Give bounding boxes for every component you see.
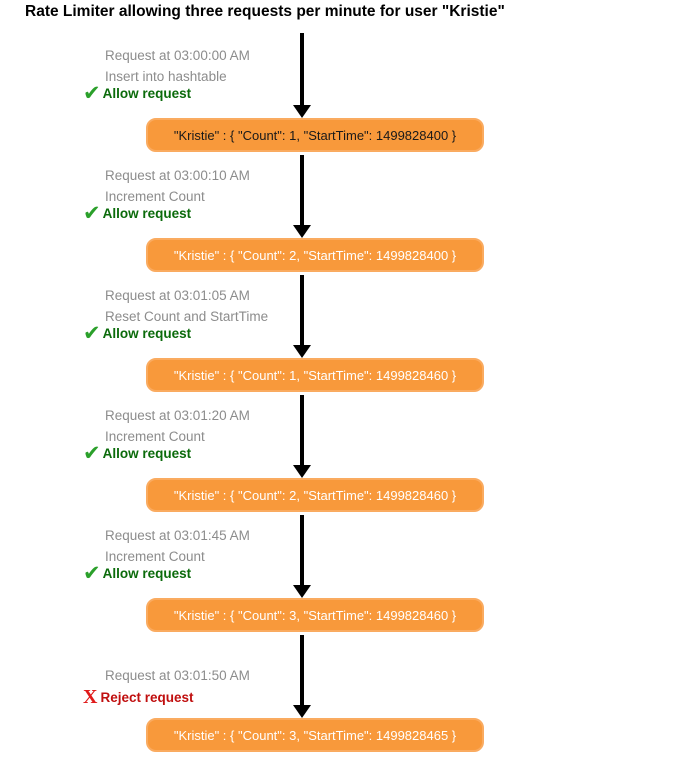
step-action: Increment Count (105, 189, 205, 204)
step-decision: ✔ Allow request (83, 321, 191, 345)
check-icon: ✔ (83, 80, 101, 105)
allow-request-label: Allow request (102, 205, 192, 221)
step-decision: ✔ Allow request (83, 201, 191, 225)
step-action: Reset Count and StartTime (105, 309, 269, 324)
check-icon: ✔ (83, 320, 101, 345)
arrow-down-icon (292, 465, 311, 478)
hashtable-state-text: "Kristie" : { "Count": 3, "StartTime": 1… (173, 607, 457, 623)
step-decision: X Reject request (83, 686, 194, 708)
step-action: Increment Count (105, 429, 205, 444)
allow-request-label: Allow request (102, 85, 192, 101)
reject-request-label: Reject request (100, 689, 194, 705)
hashtable-state-box: "Kristie" : { "Count": 1, "StartTime": 1… (146, 358, 484, 392)
arrow-down-icon (292, 705, 311, 718)
hashtable-state-box: "Kristie" : { "Count": 2, "StartTime": 1… (146, 478, 484, 512)
check-icon: ✔ (83, 200, 101, 225)
x-icon: X (83, 686, 98, 708)
arrow-down-icon (292, 585, 311, 598)
arrow-down-icon (292, 345, 311, 358)
step-decision: ✔ Allow request (83, 81, 191, 105)
flow-arrow-line (300, 635, 304, 705)
check-icon: ✔ (83, 560, 101, 585)
step-decision: ✔ Allow request (83, 441, 191, 465)
hashtable-state-box: "Kristie" : { "Count": 1, "StartTime": 1… (146, 118, 484, 152)
flow-arrow-line (300, 515, 304, 585)
flow-arrow-line (300, 395, 304, 465)
step-time: Request at 03:01:20 AM (105, 408, 250, 423)
hashtable-state-text: "Kristie" : { "Count": 1, "StartTime": 1… (173, 127, 457, 143)
allow-request-label: Allow request (102, 325, 192, 341)
check-icon: ✔ (83, 440, 101, 465)
step-time: Request at 03:00:00 AM (105, 48, 250, 63)
hashtable-state-box: "Kristie" : { "Count": 3, "StartTime": 1… (146, 718, 484, 752)
step-time: Request at 03:01:45 AM (105, 528, 250, 543)
flow-arrow-line (300, 155, 304, 225)
hashtable-state-text: "Kristie" : { "Count": 2, "StartTime": 1… (173, 247, 457, 263)
allow-request-label: Allow request (102, 565, 192, 581)
hashtable-state-text: "Kristie" : { "Count": 2, "StartTime": 1… (173, 487, 457, 503)
step-action: Insert into hashtable (105, 69, 227, 84)
arrow-down-icon (292, 105, 311, 118)
hashtable-state-text: "Kristie" : { "Count": 3, "StartTime": 1… (173, 727, 457, 743)
step-action: Increment Count (105, 549, 205, 564)
hashtable-state-text: "Kristie" : { "Count": 1, "StartTime": 1… (173, 367, 457, 383)
step-decision: ✔ Allow request (83, 561, 191, 585)
flow-arrow-line (300, 275, 304, 345)
flow-arrow-line (300, 33, 304, 105)
step-time: Request at 03:00:10 AM (105, 168, 250, 183)
allow-request-label: Allow request (102, 445, 192, 461)
hashtable-state-box: "Kristie" : { "Count": 3, "StartTime": 1… (146, 598, 484, 632)
arrow-down-icon (292, 225, 311, 238)
hashtable-state-box: "Kristie" : { "Count": 2, "StartTime": 1… (146, 238, 484, 272)
step-time: Request at 03:01:05 AM (105, 288, 250, 303)
page-title: Rate Limiter allowing three requests per… (25, 3, 505, 20)
step-time: Request at 03:01:50 AM (105, 668, 250, 683)
